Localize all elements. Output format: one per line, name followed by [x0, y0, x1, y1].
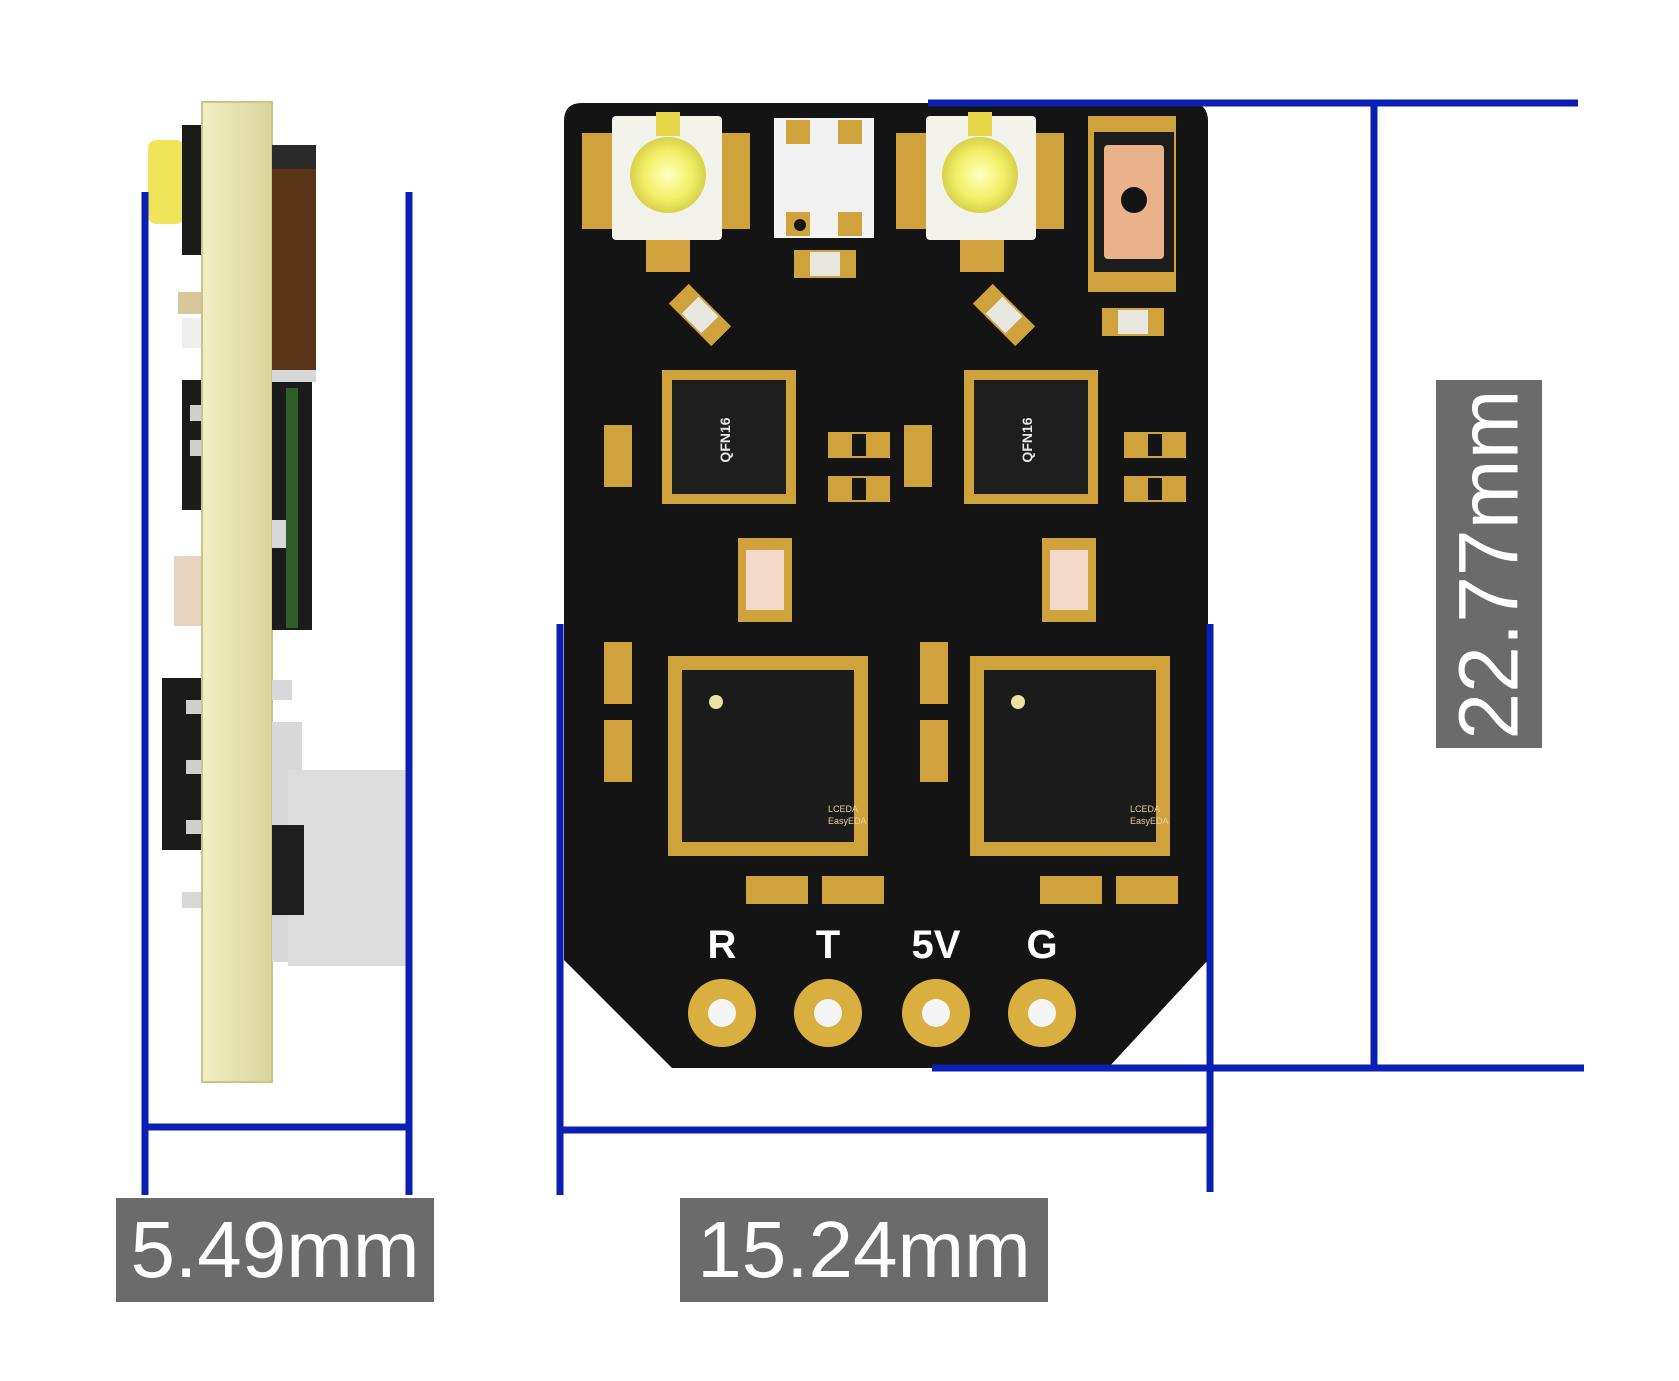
mcu-left: LCEDA EasyEDA — [668, 656, 868, 856]
side-board-edge — [201, 101, 273, 1083]
pad-label-t: T — [816, 923, 840, 967]
logo-line1-right: LCEDA — [1130, 804, 1160, 814]
dimension-lines — [141, 99, 1584, 1195]
side-button — [272, 145, 316, 371]
qfn-marking-right: QFN16 — [1019, 417, 1035, 462]
side-led — [148, 140, 184, 224]
width-label: 15.24mm — [680, 1198, 1048, 1302]
pad-label-r: R — [708, 923, 737, 967]
rgb-led — [774, 118, 874, 238]
thickness-label: 5.49mm — [116, 1198, 434, 1302]
logo-line1-left: LCEDA — [828, 804, 858, 814]
side-view — [148, 101, 406, 1083]
side-connector — [288, 770, 406, 966]
height-label-text: 22.77mm — [1441, 388, 1536, 740]
pcb-front-view: QFN16 QFN16 — [564, 103, 1208, 1068]
mcu-right: LCEDA EasyEDA — [970, 656, 1170, 856]
qfn16-right: QFN16 — [964, 370, 1098, 504]
reset-button — [1088, 116, 1176, 292]
led-right — [896, 112, 1064, 272]
led-left — [582, 112, 750, 272]
qfn16-left: QFN16 — [662, 370, 796, 504]
pin-pads — [688, 979, 1076, 1047]
qfn-marking-left: QFN16 — [717, 417, 733, 462]
logo-line2-right: EasyEDA — [1130, 816, 1169, 826]
logo-line2-left: EasyEDA — [828, 816, 867, 826]
height-label: 22.77mm — [1436, 380, 1542, 748]
pad-label-5v: 5V — [912, 923, 961, 967]
pad-label-g: G — [1026, 923, 1057, 967]
